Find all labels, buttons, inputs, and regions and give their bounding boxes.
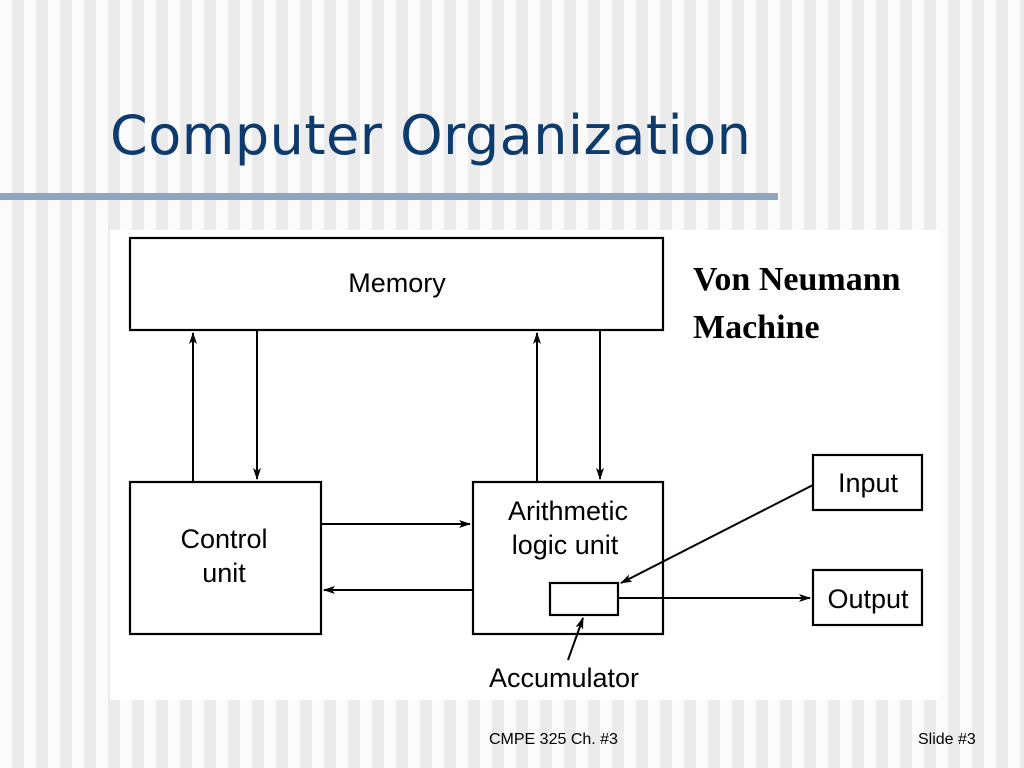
input-box <box>811 453 924 512</box>
footer-slide-number: Slide #3 <box>918 731 976 748</box>
control-unit-box <box>128 480 323 636</box>
caption-line-2: Machine <box>693 309 820 346</box>
control-unit-label-line1: Control <box>180 524 267 554</box>
slide-title: Computer Organization <box>110 104 752 167</box>
arrow-input-to-accumulator <box>620 484 814 584</box>
accumulator-box <box>548 581 620 617</box>
von-neumann-diagram: Memory Control unit Arithmetic logic uni… <box>110 230 940 700</box>
memory-box <box>128 236 665 332</box>
arrow-accumulator-label <box>567 617 584 661</box>
control-unit-label-line2: unit <box>202 558 246 588</box>
footer-course: CMPE 325 Ch. #3 <box>489 731 618 748</box>
alu-label-line1: Arithmetic <box>508 496 628 526</box>
alu-box <box>471 480 665 636</box>
caption-line-1: Von Neumann <box>693 261 901 298</box>
output-box <box>811 568 924 627</box>
accumulator-label: Accumulator <box>489 663 639 693</box>
diagram-caption: Von Neumann Machine <box>693 256 901 352</box>
input-label: Input <box>838 468 899 498</box>
output-label: Output <box>827 584 909 614</box>
diagram-canvas: Memory Control unit Arithmetic logic uni… <box>128 236 924 693</box>
title-divider <box>0 193 778 200</box>
memory-label: Memory <box>348 268 446 298</box>
alu-label-line2: logic unit <box>512 530 619 560</box>
